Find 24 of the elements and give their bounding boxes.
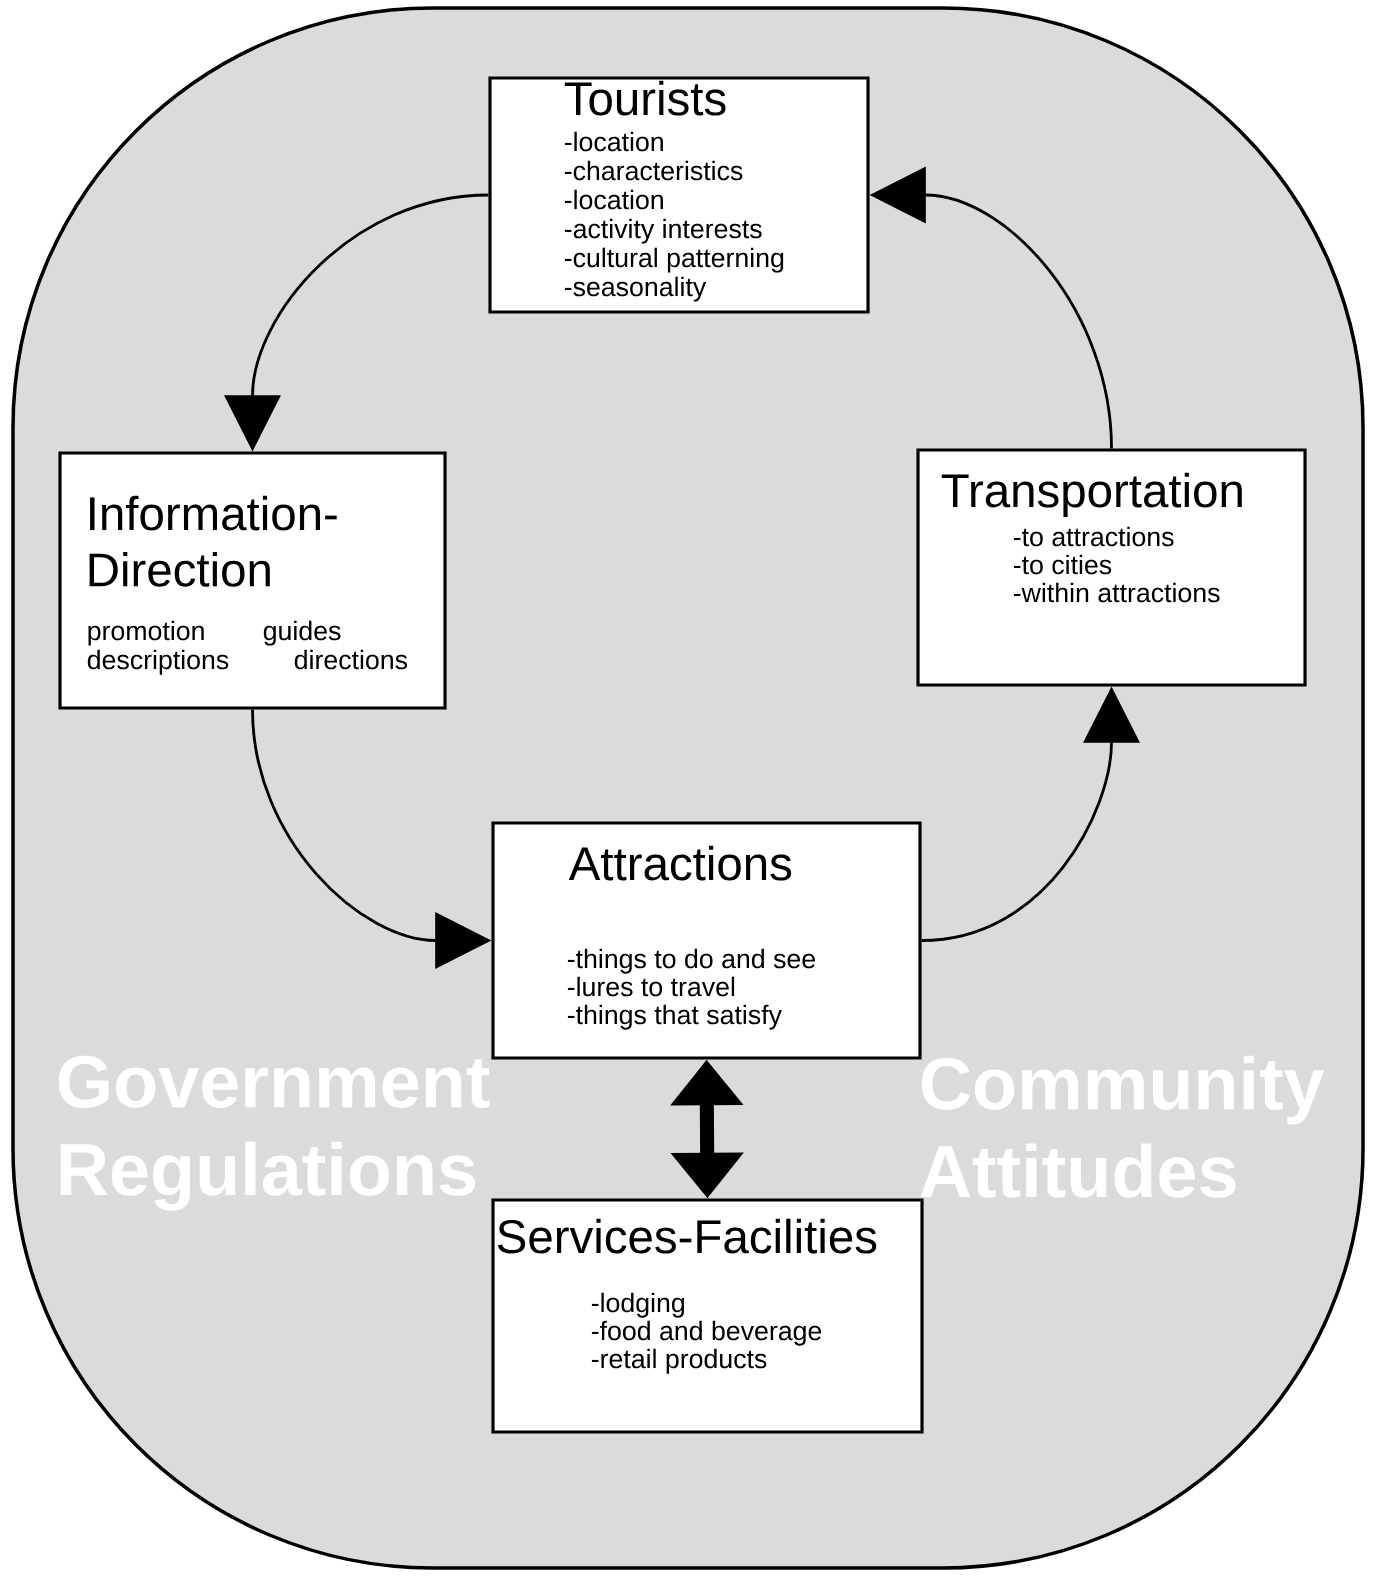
box-item: -activity interests [564, 218, 762, 244]
box-title: Attractions [568, 845, 792, 881]
box-item: -location [564, 131, 663, 152]
box-item: -things to do and see [567, 948, 815, 974]
box-item: -lodging [591, 1292, 684, 1318]
box-item: -lures to travel [567, 976, 735, 997]
box-item: -to cities [1013, 554, 1112, 575]
box-item: -things that satisfy [567, 1004, 782, 1030]
box-item: directions [294, 649, 408, 670]
box-title: Services-Facilities [497, 1218, 877, 1254]
box-item: -cultural patterning [564, 247, 784, 273]
box-title: Tourists [564, 80, 726, 116]
box-item: -food and beverage [591, 1320, 822, 1346]
box-title: Information-Direction [89, 495, 337, 587]
box-item: -to attractions [1013, 526, 1174, 547]
box-item: -within attractions [1013, 582, 1220, 603]
box-item: -retail products [591, 1348, 767, 1374]
box-item: -seasonality [564, 276, 707, 302]
box-item: -location [564, 189, 663, 210]
box-item: -characteristics [564, 160, 743, 181]
box-item: promotion [88, 620, 204, 646]
box-item: descriptions [87, 649, 229, 675]
box-item: guides [263, 620, 341, 646]
box-title: Transportation [941, 472, 1242, 517]
